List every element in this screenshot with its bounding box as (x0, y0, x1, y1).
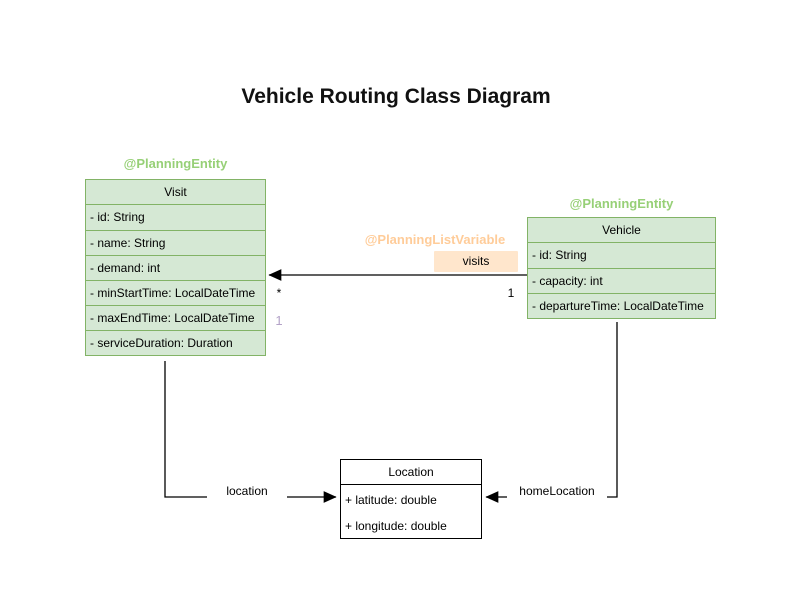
vehicle-attribute-departuretime[interactable]: - departureTime: LocalDateTime (528, 293, 715, 318)
location-attribute-longitude[interactable]: + longitude: double (345, 519, 447, 533)
multiplicity-star-visit-end[interactable]: * (276, 286, 282, 300)
visit-attribute-id[interactable]: - id: String (90, 210, 145, 224)
diagram-title: Vehicle Routing Class Diagram (241, 85, 551, 108)
class-location[interactable]: Location + latitude: double + longitude:… (340, 459, 482, 539)
visit-attribute-minstarttime[interactable]: - minStartTime: LocalDateTime (86, 280, 265, 305)
class-visit[interactable]: Visit - id: String - name: String - dema… (85, 179, 266, 356)
visits-edge-label[interactable]: visits (434, 251, 518, 272)
vehicle-planning-entity-annotation[interactable]: @PlanningEntity (569, 196, 674, 211)
class-vehicle-title[interactable]: Vehicle (528, 218, 715, 243)
edge-vehicle-homelocation[interactable] (485, 322, 618, 503)
visit-attribute-demand[interactable]: - demand: int (86, 255, 265, 280)
location-attribute-latitude[interactable]: + latitude: double (345, 493, 437, 507)
class-location-title[interactable]: Location (341, 460, 481, 485)
visit-attribute-maxendtime[interactable]: - maxEndTime: LocalDateTime (86, 305, 265, 330)
planning-list-variable-annotation[interactable]: @PlanningListVariable (364, 232, 506, 247)
edge-visit-location[interactable] (164, 361, 337, 503)
visit-planning-entity-annotation[interactable]: @PlanningEntity (123, 156, 228, 171)
homelocation-edge-label[interactable]: homeLocation (507, 484, 607, 498)
visit-attribute-name[interactable]: - name: String (86, 230, 265, 255)
visit-attribute-serviceduration[interactable]: - serviceDuration: Duration (86, 330, 265, 355)
multiplicity-one-secondary[interactable]: 1 (275, 313, 283, 328)
location-edge-label[interactable]: location (207, 484, 287, 498)
multiplicity-one-vehicle-end[interactable]: 1 (507, 286, 515, 300)
vehicle-attribute-id[interactable]: - id: String (532, 248, 587, 262)
class-visit-title[interactable]: Visit (86, 180, 265, 205)
vehicle-attribute-capacity[interactable]: - capacity: int (528, 268, 715, 293)
class-vehicle[interactable]: Vehicle - id: String - capacity: int - d… (527, 217, 716, 319)
